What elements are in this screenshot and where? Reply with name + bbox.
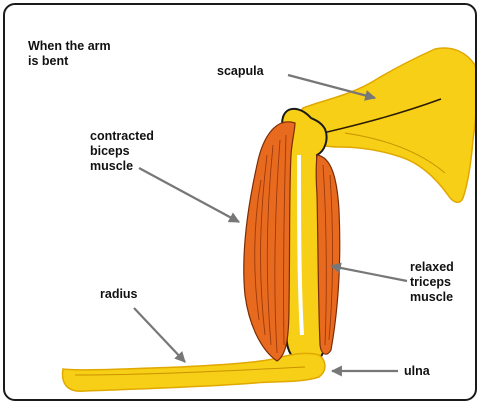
radius-label: radius	[100, 287, 138, 302]
triceps-label: relaxed triceps muscle	[410, 260, 454, 305]
biceps-label: contracted biceps muscle	[90, 129, 154, 174]
diagram-caption: When the arm is bent	[28, 39, 111, 69]
triceps-muscle	[316, 155, 339, 354]
diagram-frame: When the arm is bent scapula contracted …	[3, 3, 477, 401]
scapula-label: scapula	[217, 64, 264, 79]
ulna-label: ulna	[404, 364, 430, 379]
